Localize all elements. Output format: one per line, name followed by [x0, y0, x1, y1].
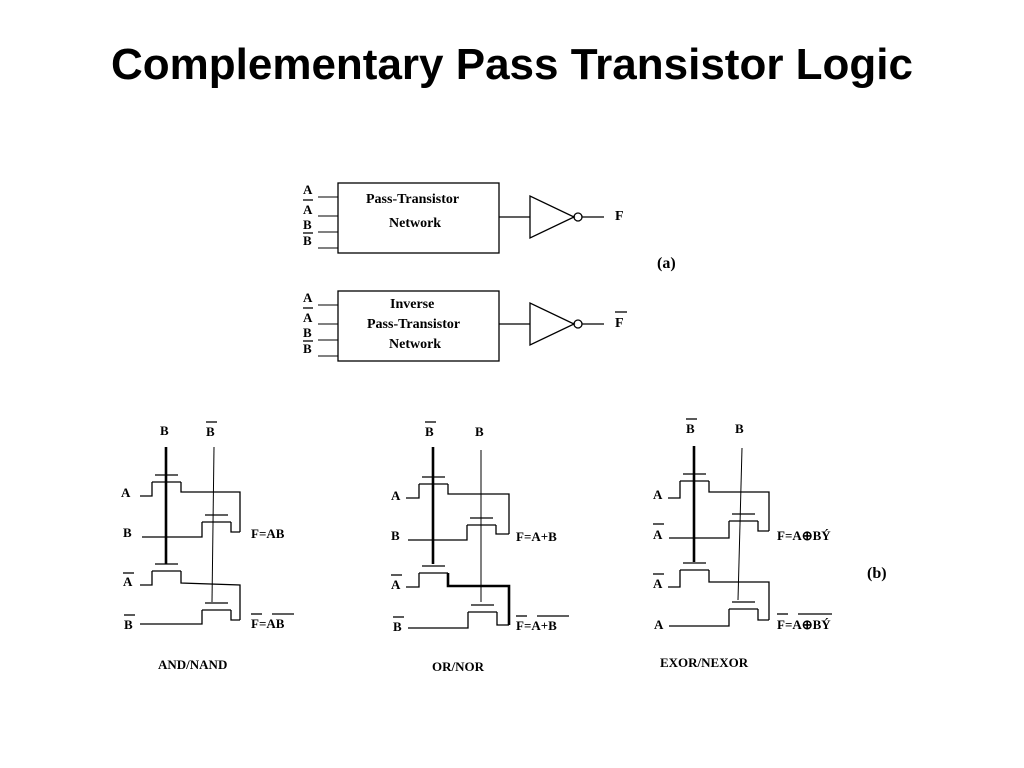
output-label: F: [615, 209, 624, 224]
input-label: A: [303, 202, 313, 217]
output-label: F=AB: [251, 526, 285, 541]
part-a-label: (a): [657, 255, 676, 272]
or-nor-circuit: B B A B A B F=A+B F=A+B: [391, 421, 569, 674]
network-label-1: Pass-Transistor: [366, 192, 459, 207]
inverter-icon: [529, 194, 576, 240]
left-label: B: [393, 619, 402, 634]
output-label: F=A+B: [516, 618, 557, 633]
left-label: A: [653, 487, 663, 502]
left-label: A: [654, 617, 664, 632]
top-label: B: [686, 421, 695, 436]
top-label: B: [475, 424, 484, 439]
output-label: F=A⊕BÝ: [777, 617, 831, 632]
input-label: A: [303, 182, 313, 197]
input-label: A: [303, 290, 313, 305]
inverse-label-1: Inverse: [390, 297, 434, 312]
input-label: A: [303, 310, 313, 325]
input-label: B: [303, 325, 312, 340]
inverse-pass-transistor-block: Inverse Pass-Transistor Network A A B B …: [303, 290, 627, 362]
inverse-label-3: Network: [389, 337, 441, 352]
network-label-2: Network: [389, 216, 441, 231]
output-label: F=A⊕BÝ: [777, 528, 831, 543]
left-label: A: [123, 574, 133, 589]
left-label: A: [391, 488, 401, 503]
output-label: F=A+B: [516, 529, 557, 544]
left-label: B: [123, 525, 132, 540]
top-label: B: [206, 424, 215, 439]
network-box: [337, 182, 500, 254]
inverse-network-box: [337, 290, 500, 362]
exor-nexor-circuit: B B A A A A F=A⊕BÝ F=A⊕BÝ: [653, 418, 832, 670]
top-label: B: [735, 421, 744, 436]
caption: EXOR/NEXOR: [660, 655, 749, 670]
input-label: B: [303, 217, 312, 232]
input-label: B: [303, 233, 312, 248]
pass-transistor-block: Pass-Transistor Network A A B B F: [303, 182, 624, 254]
slide-title: Complementary Pass Transistor Logic: [110, 40, 914, 89]
and-nand-circuit: B B A B A B F=AB F=AB: [121, 421, 294, 672]
output-label: F: [615, 316, 624, 331]
caption: OR/NOR: [432, 659, 485, 674]
inverter-icon: [529, 301, 576, 347]
caption: AND/NAND: [158, 657, 227, 672]
input-label: B: [303, 341, 312, 356]
part-b-label: (b): [867, 565, 887, 582]
left-label: A: [653, 527, 663, 542]
left-label: B: [391, 528, 400, 543]
inverse-label-2: Pass-Transistor: [367, 317, 460, 332]
top-label: B: [160, 423, 169, 438]
left-label: A: [391, 577, 401, 592]
top-label: B: [425, 424, 434, 439]
left-label: A: [121, 485, 131, 500]
output-label: F=AB: [251, 616, 285, 631]
left-label: A: [653, 576, 663, 591]
left-label: B: [124, 617, 133, 632]
